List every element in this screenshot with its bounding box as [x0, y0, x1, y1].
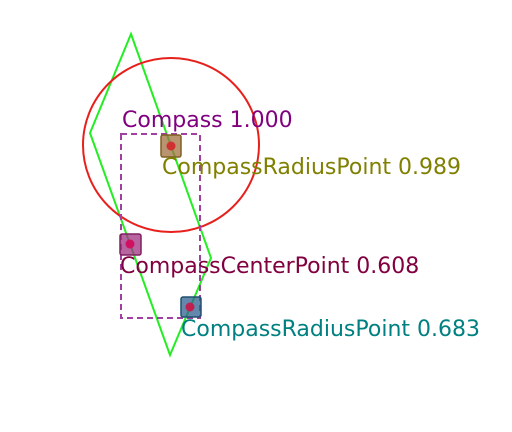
radius-point-marker-2 [180, 296, 202, 318]
compass-circle [82, 57, 260, 233]
center-point-marker [119, 233, 142, 256]
radius-point-label-2: CompassRadiusPoint 0.683 [181, 317, 480, 342]
compass-label: Compass 1.000 [122, 108, 293, 133]
radius-point-label-1: CompassRadiusPoint 0.989 [162, 155, 461, 180]
compass-rhombus [88, 31, 213, 358]
center-point-label: CompassCenterPoint 0.608 [120, 254, 419, 279]
compass-bounding-box [120, 133, 201, 319]
radius-point-marker-1 [160, 134, 182, 158]
